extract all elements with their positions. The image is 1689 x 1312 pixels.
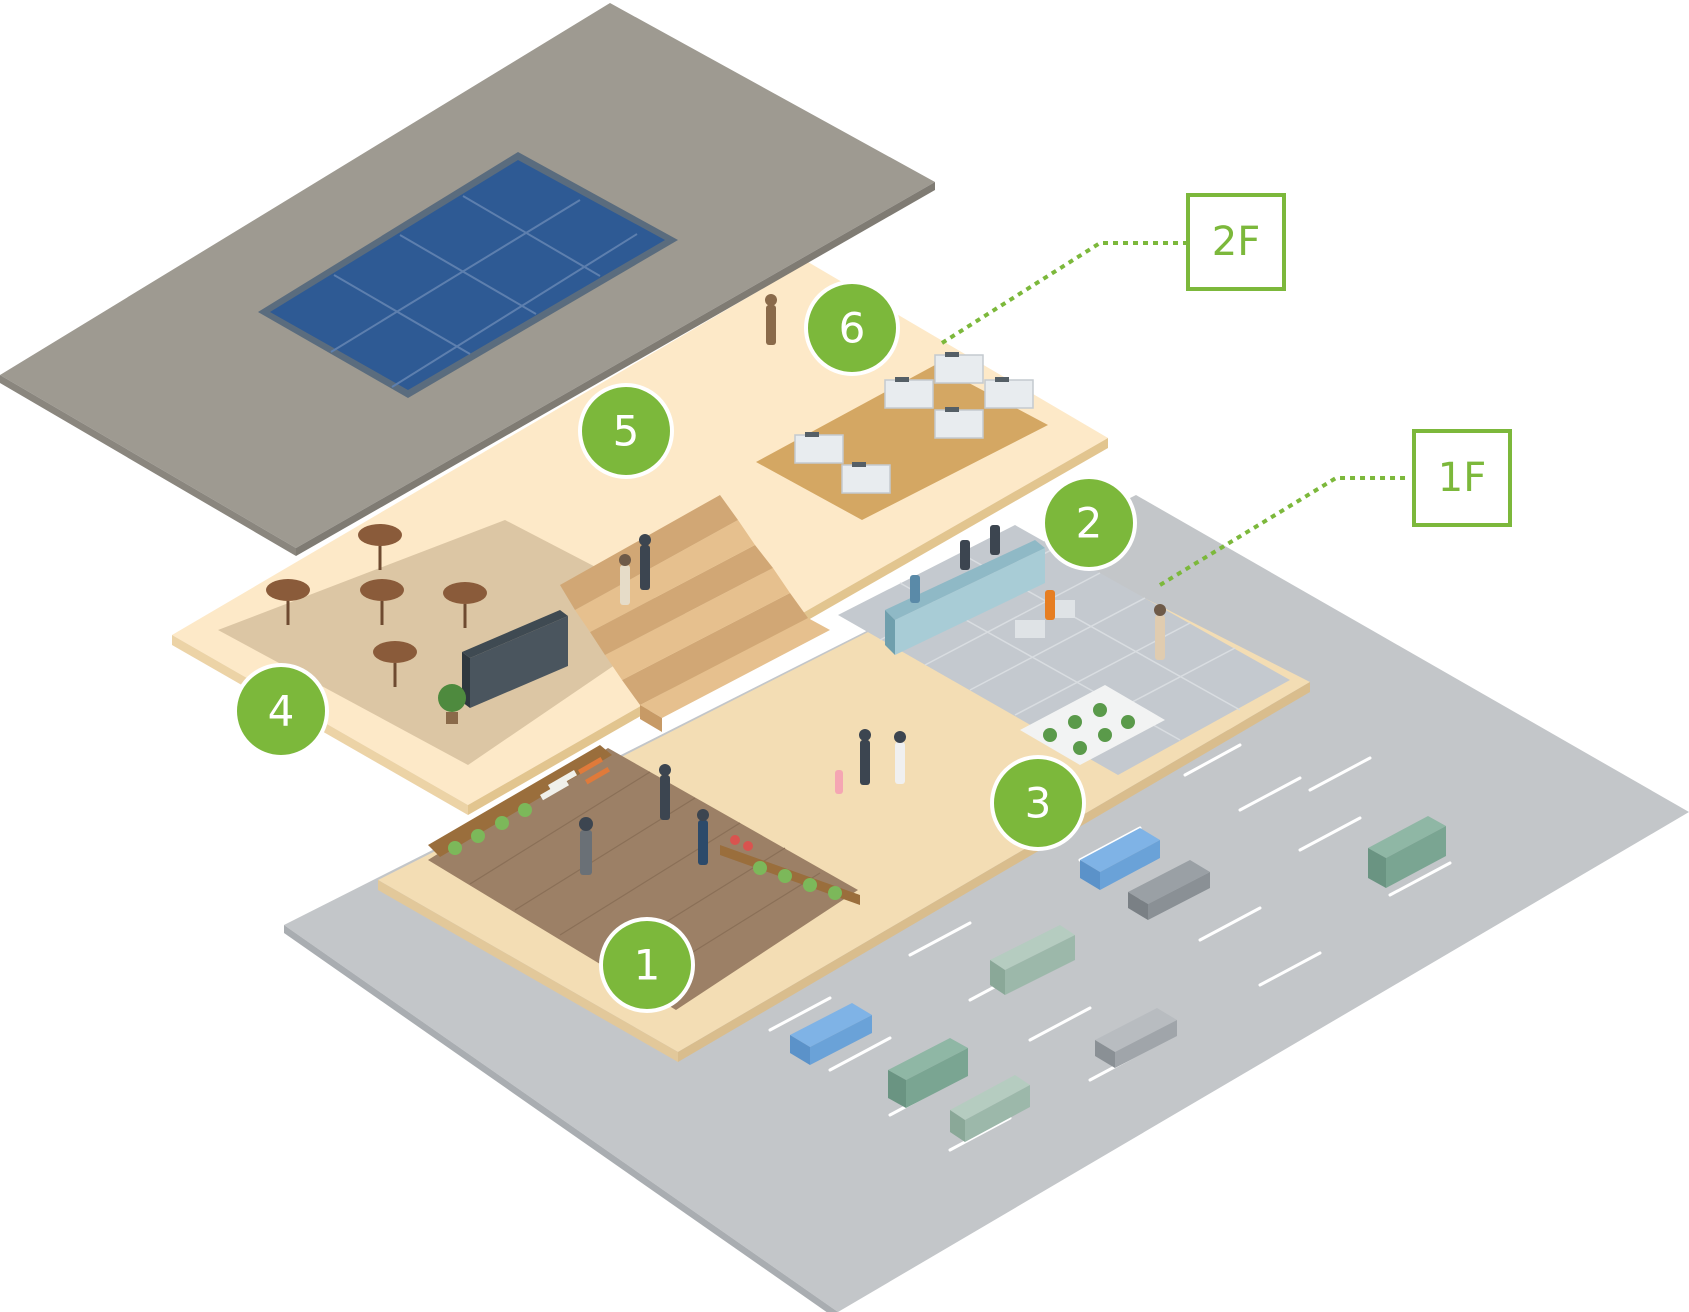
area-marker-2-label: 2 <box>1076 499 1103 548</box>
area-marker-4-label: 4 <box>268 687 295 736</box>
floor-label-2f-text: 2F <box>1212 219 1260 265</box>
car-icon <box>1080 828 1160 890</box>
floor-label-2f: 2F <box>1186 193 1286 291</box>
leader-line-2f <box>940 241 1188 345</box>
car-icon <box>1368 816 1446 888</box>
area-marker-1-label: 1 <box>634 941 661 990</box>
area-marker-3[interactable]: 3 <box>990 755 1086 851</box>
area-marker-6-label: 6 <box>839 304 866 353</box>
car-icon <box>950 1075 1030 1142</box>
area-marker-6[interactable]: 6 <box>804 280 900 376</box>
car-icon <box>1095 1008 1177 1068</box>
solar-panel-array <box>258 152 678 398</box>
area-marker-1[interactable]: 1 <box>599 917 695 1013</box>
floor-leader-lines <box>940 241 1410 587</box>
floor-label-1f: 1F <box>1412 429 1512 527</box>
car-icon <box>1128 860 1210 920</box>
stairs <box>560 495 830 732</box>
area-marker-5-label: 5 <box>613 407 640 456</box>
lobby-area <box>838 525 1290 775</box>
car-icon <box>990 925 1075 995</box>
people <box>579 294 1166 875</box>
parking-lot <box>284 495 1689 1312</box>
cooking-studio <box>756 352 1048 520</box>
produce-market <box>428 745 860 1010</box>
area-marker-4[interactable]: 4 <box>233 663 329 759</box>
roof <box>0 3 935 556</box>
area-marker-3-label: 3 <box>1025 779 1052 828</box>
car-icon <box>790 1003 872 1065</box>
area-marker-2[interactable]: 2 <box>1041 475 1137 571</box>
area-marker-5[interactable]: 5 <box>578 383 674 479</box>
car-icon <box>888 1038 968 1108</box>
floor-label-1f-text: 1F <box>1438 455 1486 501</box>
